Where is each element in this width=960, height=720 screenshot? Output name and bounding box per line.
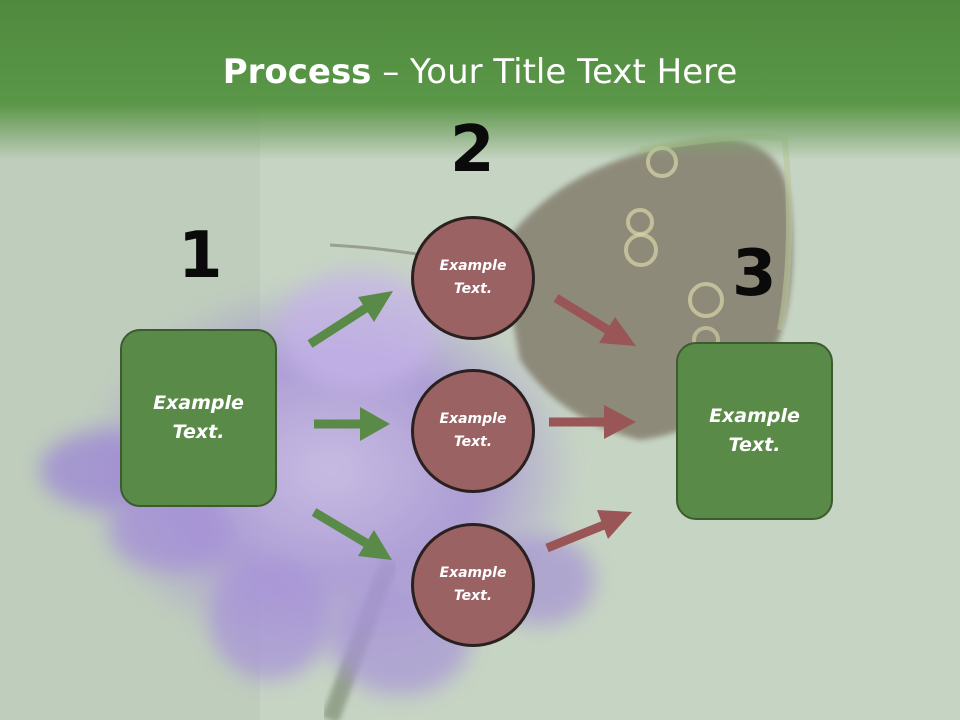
right-box: Example Text. — [676, 342, 833, 520]
circle-bottom: Example Text. — [411, 523, 535, 647]
circle-middle-line1: Example — [439, 411, 507, 427]
right-box-line2: Text. — [728, 434, 781, 456]
step-number-1: 1 — [178, 219, 223, 293]
step-number-3: 3 — [732, 237, 777, 311]
circle-bottom-line2: Text. — [453, 588, 493, 604]
green-arrow-middle — [314, 407, 390, 441]
step-number-2: 2 — [450, 113, 495, 187]
red-arrow-middle — [549, 405, 636, 439]
title-band — [0, 0, 960, 160]
circle-top: Example Text. — [411, 216, 535, 340]
right-box-line1: Example — [709, 405, 800, 427]
red-arrow-up — [545, 510, 632, 553]
red-arrow-down — [553, 294, 636, 346]
title-rest: – Your Title Text Here — [371, 52, 738, 92]
slide-title: Process – Your Title Text Here — [0, 52, 960, 92]
title-bold: Process — [222, 52, 372, 92]
circle-top-line2: Text. — [453, 281, 493, 297]
circle-top-line1: Example — [439, 258, 507, 274]
green-arrow-down — [311, 508, 392, 560]
green-arrow-up — [307, 291, 393, 348]
left-box-line2: Text. — [172, 421, 225, 443]
left-box: Example Text. — [120, 329, 277, 507]
circle-bottom-line1: Example — [439, 565, 507, 581]
circle-middle: Example Text. — [411, 369, 535, 493]
left-box-line1: Example — [153, 392, 244, 414]
circle-middle-line2: Text. — [453, 434, 493, 450]
